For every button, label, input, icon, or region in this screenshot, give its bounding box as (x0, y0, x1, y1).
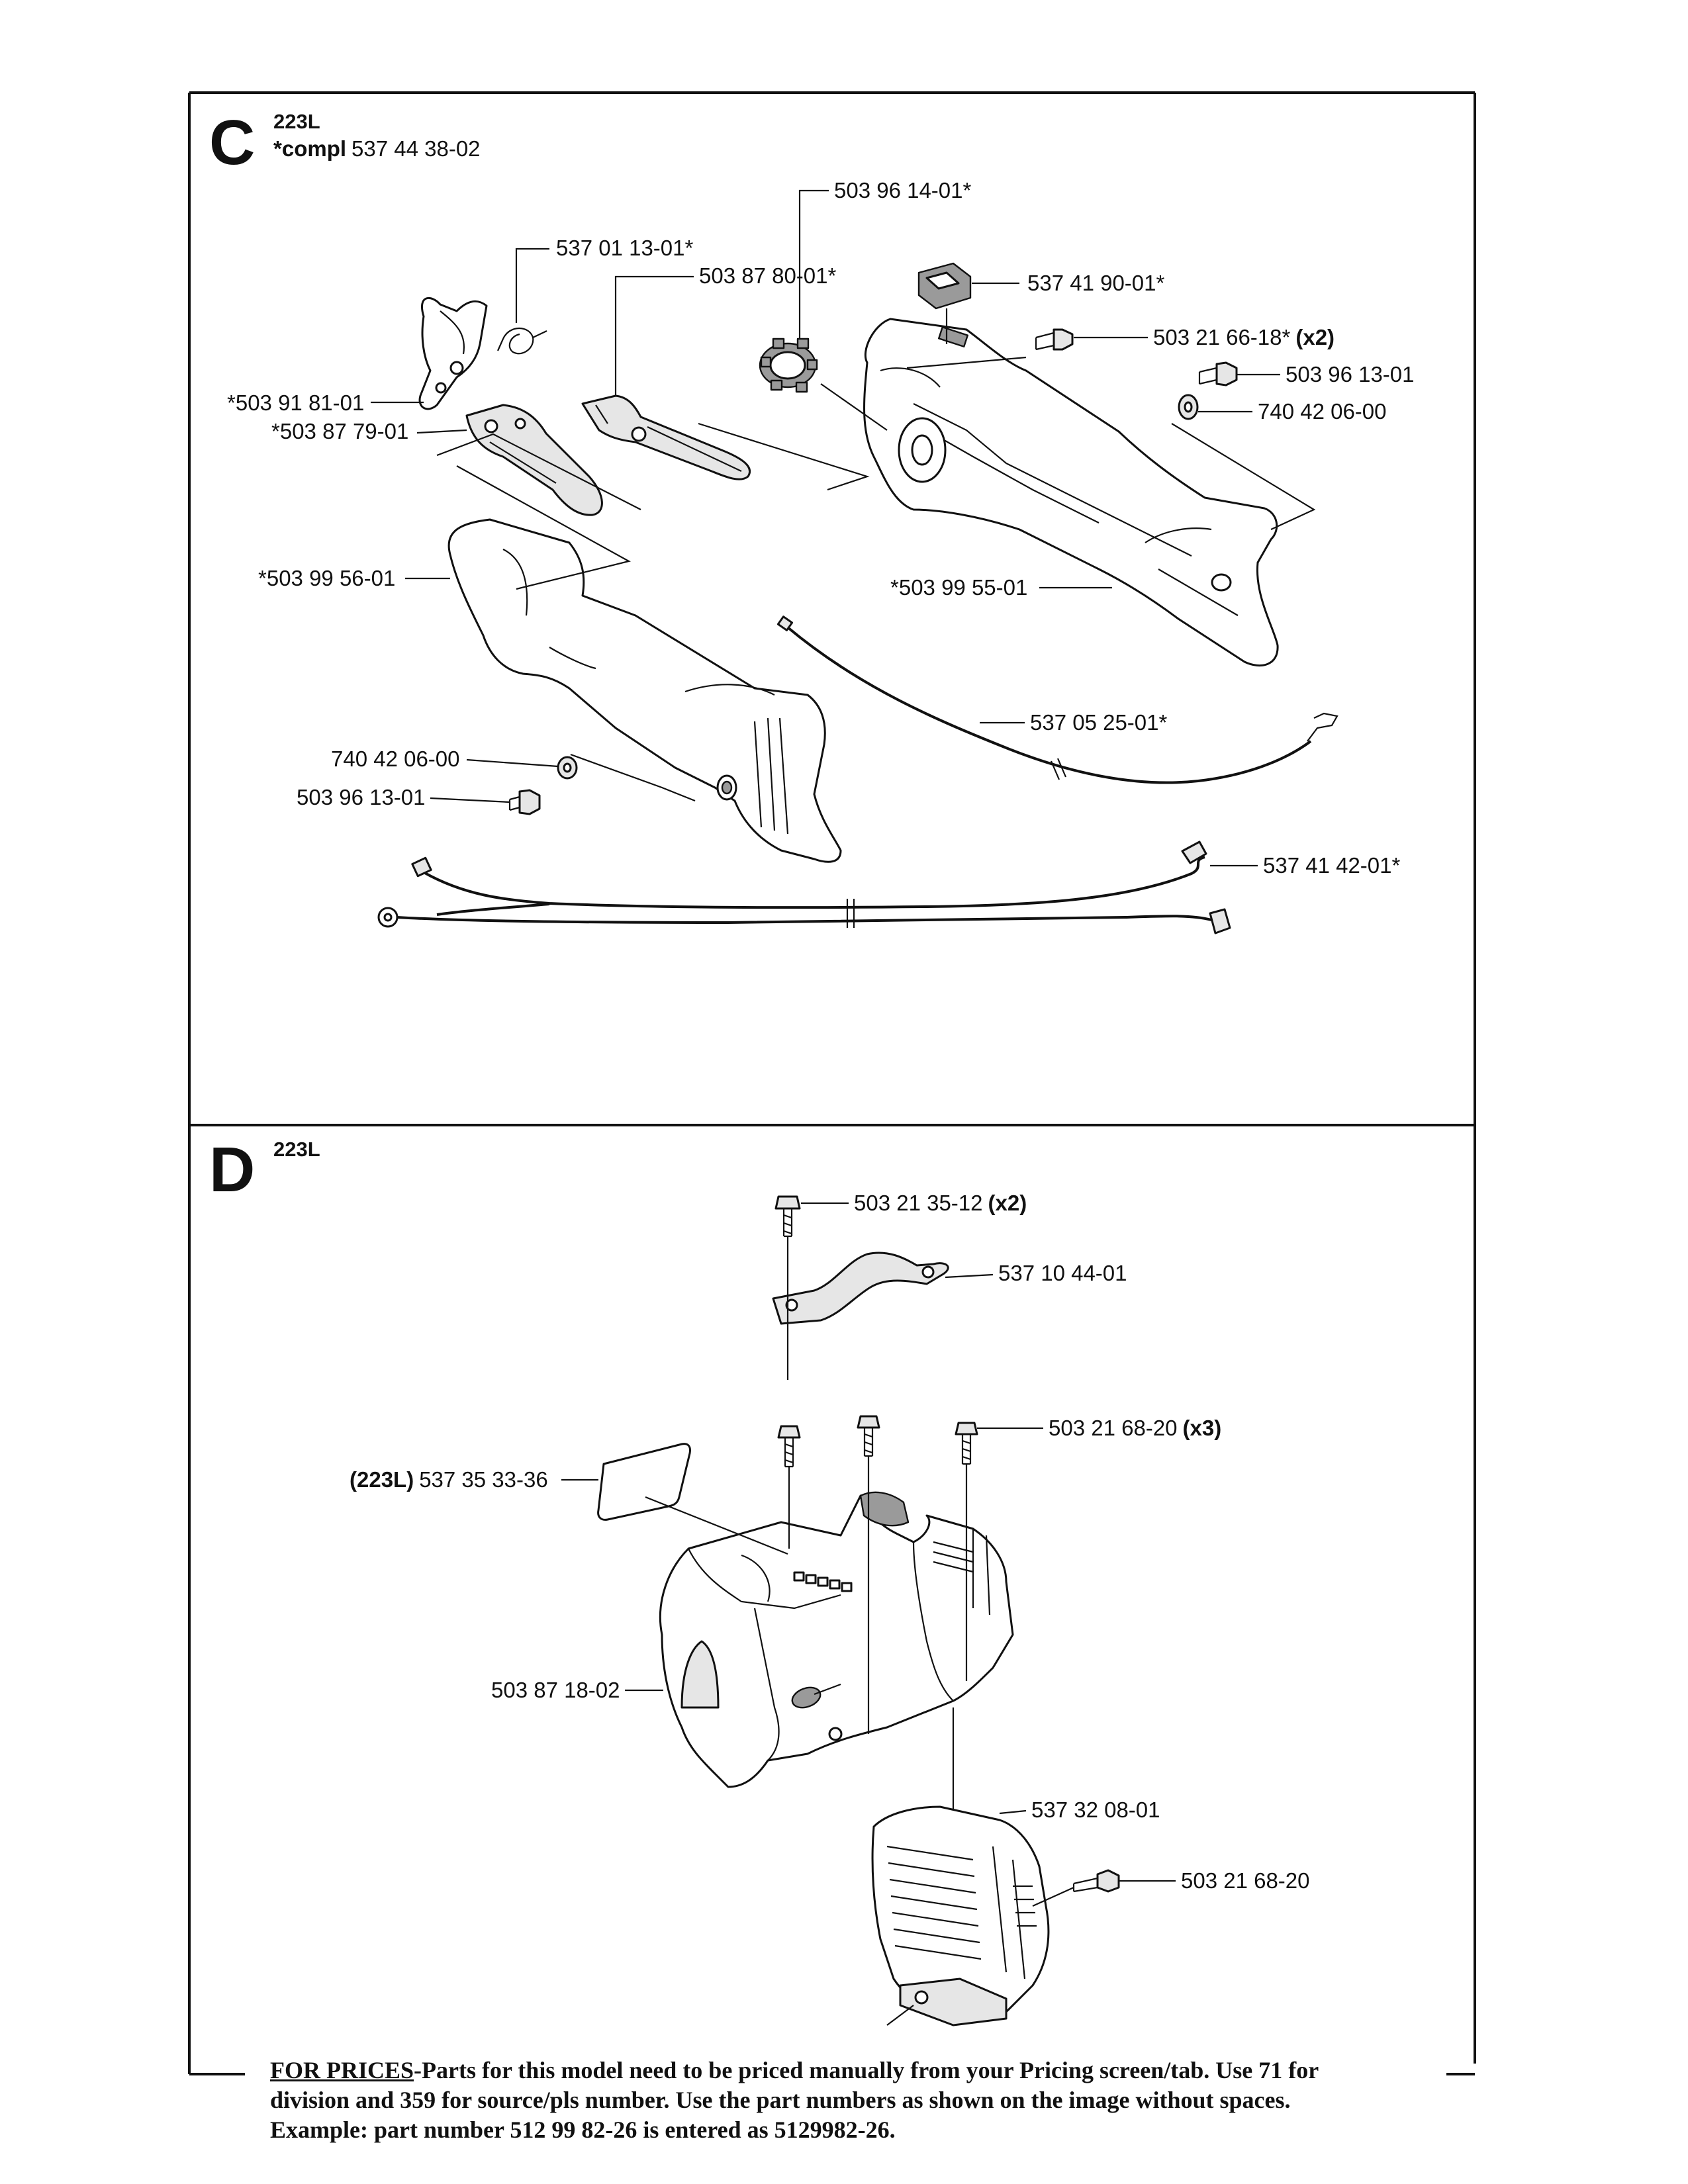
part-503-99-55-01 (863, 318, 1279, 667)
label-740-42-06-00-top: 740 42 06-00 (1258, 399, 1387, 424)
part-503-99-56-01 (447, 518, 842, 863)
part-537-41-90-01 (917, 262, 972, 310)
part-740-42-06-00-bottom (557, 756, 578, 780)
part-503-87-79-01 (465, 404, 603, 516)
pricing-note-line-2: division and 359 for source/pls number. … (270, 2087, 1291, 2113)
label-537-32-08-01: 537 32 08-01 (1031, 1797, 1160, 1822)
pricing-note-line-1: FOR PRICES-Parts for this model need to … (270, 2057, 1319, 2083)
label-503-87-79-01: *503 87 79-01 (271, 419, 408, 443)
label-503-87-80-01: 503 87 80-01* (699, 263, 837, 288)
section-d-leaders (561, 1202, 1176, 2026)
part-503-21-66-18 (1035, 328, 1074, 351)
section-d-labels: 503 21 35-12(x2) 537 10 44-01 503 21 68-… (350, 1191, 1310, 1893)
label-537-41-42-01: 537 41 42-01* (1263, 853, 1401, 878)
diagram-frame (188, 91, 1476, 2075)
section-c-model: 223L (273, 110, 320, 133)
label-503-96-14-01: 503 96 14-01* (834, 178, 972, 203)
section-d-model: 223L (273, 1138, 320, 1161)
part-503-21-35-12 (774, 1195, 801, 1238)
label-740-42-06-00-bottom: 740 42 06-00 (331, 747, 460, 771)
label-503-99-56-01: *503 99 56-01 (258, 566, 395, 590)
part-537-35-33-36 (597, 1443, 691, 1521)
part-503-87-80-01 (581, 394, 751, 480)
part-537-01-13-01 (496, 328, 547, 355)
pricing-note-line-3: Example: part number 512 99 82-26 is ent… (270, 2116, 896, 2143)
label-503-91-81-01: *503 91 81-01 (227, 390, 364, 415)
section-d-header: D 223L (209, 1134, 320, 1205)
label-503-87-18-02: 503 87 18-02 (491, 1678, 620, 1702)
label-537-05-25-01: 537 05 25-01* (1030, 710, 1168, 735)
part-537-10-44-01 (772, 1251, 949, 1325)
part-537-32-08-01 (871, 1805, 1050, 2026)
label-537-10-44-01: 537 10 44-01 (998, 1261, 1127, 1285)
label-503-21-35-12: 503 21 35-12(x2) (854, 1191, 1027, 1215)
label-503-21-68-20-x3: 503 21 68-20(x3) (1049, 1416, 1221, 1440)
section-c-labels: 503 96 14-01* 537 01 13-01* 503 87 80-01… (227, 178, 1415, 878)
section-c-letter: C (209, 107, 255, 178)
part-503-87-18-02 (659, 1491, 1014, 1788)
label-503-96-13-01-top: 503 96 13-01 (1286, 362, 1415, 387)
label-537-41-90-01: 537 41 90-01* (1027, 271, 1165, 295)
part-740-42-06-00-top (1178, 394, 1199, 420)
part-503-21-68-20 (1072, 1869, 1120, 1893)
label-537-35-33-36: (223L)537 35 33-36 (350, 1467, 548, 1492)
label-503-21-66-18: 503 21 66-18*(x2) (1153, 325, 1335, 349)
label-503-21-68-20: 503 21 68-20 (1181, 1868, 1310, 1893)
part-503-96-13-01-bottom (508, 789, 541, 815)
part-503-96-14-01 (759, 338, 818, 393)
part-537-05-25-01 (776, 615, 1338, 784)
part-503-21-68-20-x3 (777, 1415, 978, 1468)
pricing-note-heading: FOR PRICES (270, 2057, 414, 2083)
part-503-91-81-01 (418, 296, 488, 410)
section-c-leaders (371, 189, 1316, 867)
part-537-41-42-01 (377, 841, 1231, 934)
compl-number: 537 44 38-02 (352, 136, 481, 161)
part-503-96-13-01-top (1198, 361, 1238, 387)
label-503-99-55-01: *503 99 55-01 (890, 575, 1027, 600)
label-503-96-13-01-bottom: 503 96 13-01 (297, 785, 426, 809)
compl-prefix: *compl (273, 136, 346, 161)
label-537-01-13-01: 537 01 13-01* (556, 236, 694, 260)
section-d-letter: D (209, 1134, 255, 1205)
pricing-note: FOR PRICES-Parts for this model need to … (270, 2056, 1455, 2145)
